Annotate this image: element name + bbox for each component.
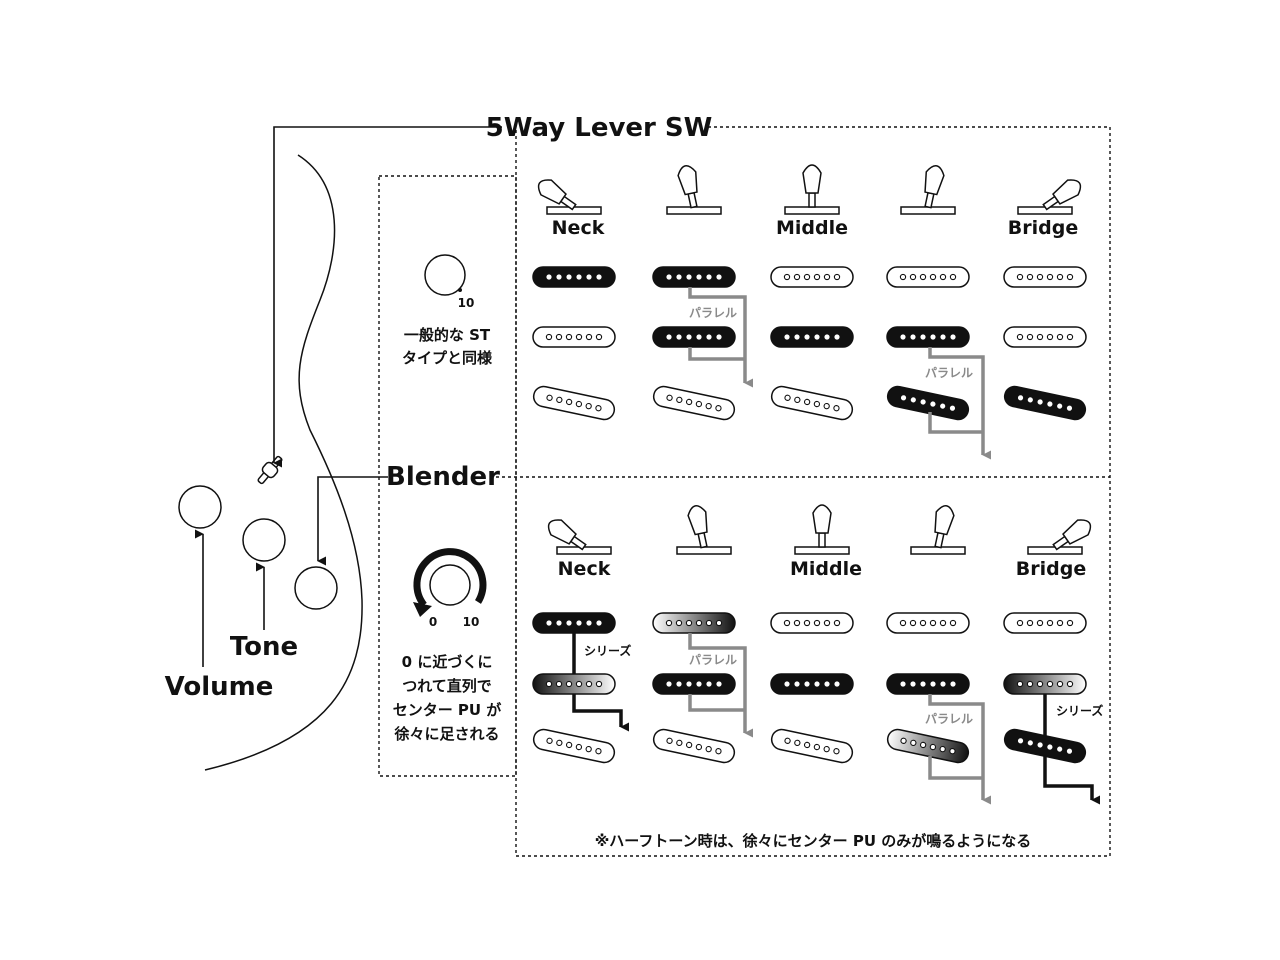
position-label-1-0: Neck [558, 558, 611, 580]
bottom-note-line-2: つれて直列で [402, 677, 492, 695]
bottom-knob-max: 10 [463, 615, 480, 629]
pickup-1-3-2 [886, 728, 970, 764]
bottom-note-line-4: 徐々に足される [393, 725, 499, 743]
pickup-0-2-0 [770, 266, 854, 288]
tone-label: Tone [230, 632, 298, 662]
volume-knob [178, 485, 222, 529]
tag-top-col1: パラレル [689, 306, 737, 320]
pickup-1-2-0 [770, 612, 854, 634]
guitar-body-outline [204, 154, 363, 771]
pickup-1-1-0 [652, 612, 736, 634]
pickup-0-1-1 [652, 326, 736, 348]
lever-sw-label: 5Way Lever SW [486, 113, 713, 143]
pickup-1-1-2 [652, 728, 736, 764]
wire-bot-col0-b [572, 694, 630, 732]
lever-0-4 [1017, 179, 1082, 215]
footnote: ※ハーフトーン時は、徐々にセンター PU のみが鳴るようになる [595, 832, 1032, 850]
lever-switch-icon [257, 455, 283, 485]
pickup-0-1-0 [652, 266, 736, 288]
pickup-1-0-0 [532, 612, 616, 634]
wire-bot-col3-b [928, 756, 983, 780]
top-knob-indicator [424, 254, 466, 296]
pickup-0-4-2 [1003, 385, 1087, 421]
pickup-1-4-1 [1003, 673, 1087, 695]
pickup-1-2-2 [770, 728, 854, 764]
pickup-0-2-2 [770, 385, 854, 421]
pickup-1-3-1 [886, 673, 970, 695]
pickup-0-3-1 [886, 326, 970, 348]
pickup-0-0-1 [532, 326, 616, 348]
wire-top-col1-b [688, 347, 745, 361]
bottom-note-line-1: 0 に近づくに [402, 653, 493, 671]
lever-1-3 [910, 505, 966, 555]
position-label-0-0: Neck [552, 217, 605, 239]
pickup-0-4-0 [1003, 266, 1087, 288]
pickup-0-4-1 [1003, 326, 1087, 348]
pickup-1-4-2 [1003, 728, 1087, 764]
position-label-0-4: Bridge [1008, 217, 1078, 239]
wire-top-col1 [688, 287, 754, 388]
pickup-1-2-1 [770, 673, 854, 695]
tag-bot-col0: シリーズ [584, 643, 631, 658]
bottom-knob-min: 0 [429, 615, 437, 629]
lever-1-4 [1027, 519, 1092, 555]
pickup-0-2-1 [770, 326, 854, 348]
pickup-0-0-2 [532, 385, 616, 421]
pickup-0-3-0 [886, 266, 970, 288]
pickup-0-3-2 [886, 385, 970, 421]
lever-0-3 [900, 165, 956, 215]
wire-top-col3 [928, 347, 992, 460]
lever-0-2 [784, 164, 840, 215]
lever-1-1 [676, 505, 732, 555]
bottom-knob-indicator [413, 548, 487, 617]
blender-leader [317, 476, 388, 566]
volume-label: Volume [165, 672, 274, 702]
position-label-1-2: Middle [790, 558, 862, 580]
tag-top-col3: パラレル [925, 366, 973, 380]
top-knob-value: 10 [458, 296, 475, 310]
position-label-0-2: Middle [776, 217, 848, 239]
top-note-line-2: タイプと同様 [402, 349, 493, 367]
wire-bot-col4-b [1043, 756, 1101, 805]
position-label-1-4: Bridge [1016, 558, 1086, 580]
pickup-1-1-1 [652, 673, 736, 695]
pickup-1-0-2 [532, 728, 616, 764]
pickup-1-0-1 [532, 673, 616, 695]
lever-1-0 [547, 519, 612, 555]
dotted-frames [378, 126, 1111, 857]
pickup-0-0-0 [532, 266, 616, 288]
bottom-note-line-3: センター PU が [393, 701, 503, 719]
pickup-0-1-2 [652, 385, 736, 421]
wire-top-col3-b [928, 412, 983, 434]
lever-0-1 [666, 165, 722, 215]
lever-leader [273, 126, 502, 468]
lever-1-2 [794, 504, 850, 555]
wire-bot-col1 [688, 633, 754, 738]
wire-bot-col3 [928, 694, 992, 805]
pickup-1-4-0 [1003, 612, 1087, 634]
tag-bot-col3: パラレル [925, 712, 973, 726]
pickup-1-3-0 [886, 612, 970, 634]
tone-knob [242, 518, 286, 562]
tag-bot-col1: パラレル [689, 653, 737, 667]
blender-label: Blender [386, 462, 500, 492]
tag-bot-col4: シリーズ [1056, 703, 1103, 718]
wire-bot-col1-b [688, 694, 745, 712]
lever-0-0 [537, 179, 602, 215]
blender-knob [294, 566, 338, 610]
top-note-line-1: 一般的な ST [404, 326, 491, 344]
